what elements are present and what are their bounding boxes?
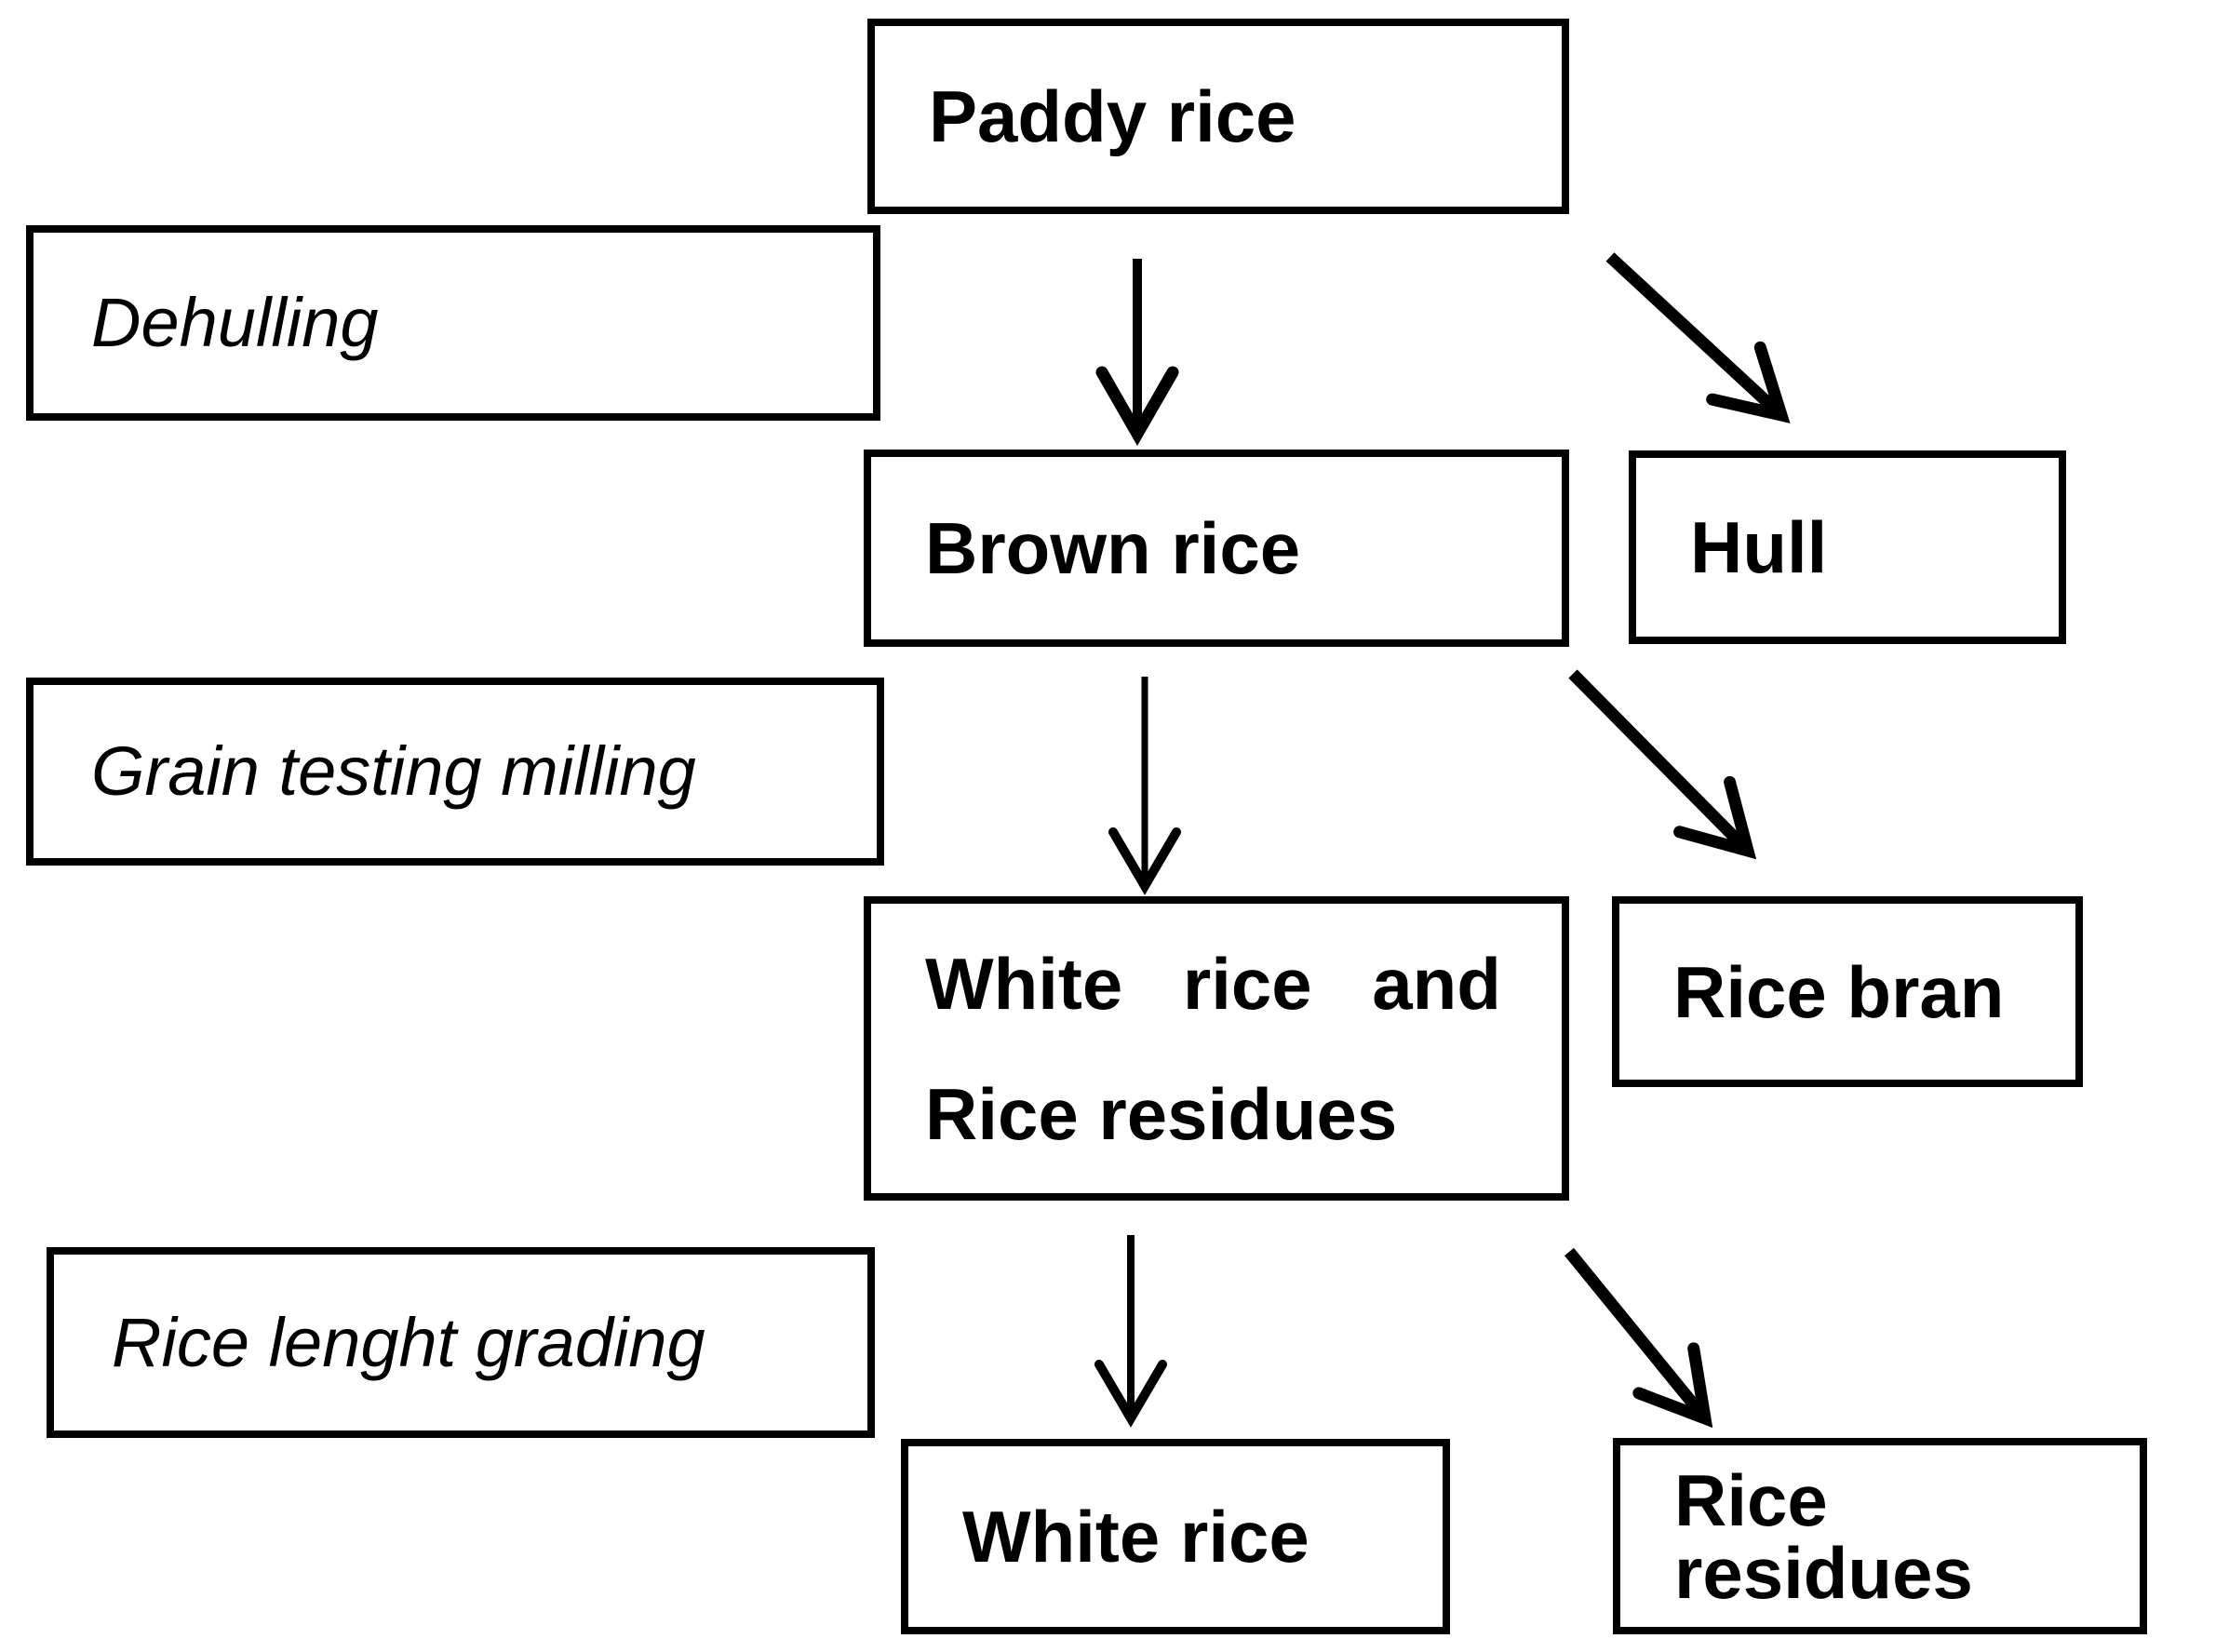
- node-paddy-rice-label: Paddy rice: [929, 75, 1296, 157]
- node-paddy-rice: Paddy rice: [867, 19, 1569, 214]
- node-brown-rice: Brown rice: [864, 450, 1569, 647]
- node-hull-label: Hull: [1690, 506, 1828, 588]
- stage-grading-text: Rice lenght grading: [112, 1303, 705, 1381]
- stage-label-rice-lenght-grading: Rice lenght grading: [47, 1247, 875, 1438]
- stage-dehulling-text: Dehulling: [91, 284, 379, 361]
- arrow-white-and-residues-to-rice-residues: [1564, 1247, 1713, 1429]
- arrow-paddy-rice-to-hull: [1605, 252, 1791, 423]
- node-white-rice-label: White rice: [962, 1496, 1309, 1578]
- node-white-rice-and-rice-residues-line2: Rice residues: [925, 1072, 1398, 1155]
- node-rice-residues: Rice residues: [1613, 1438, 2147, 1634]
- stage-label-grain-testing-milling: Grain testing milling: [26, 678, 884, 866]
- node-rice-bran: Rice bran: [1612, 896, 2083, 1087]
- node-rice-residues-label: Rice residues: [1674, 1458, 1973, 1614]
- stage-grain-testing-text: Grain testing milling: [91, 732, 696, 810]
- node-brown-rice-label: Brown rice: [925, 507, 1301, 589]
- node-rice-bran-label: Rice bran: [1673, 950, 2005, 1033]
- node-white-rice-and-rice-residues: White rice and Rice residues: [864, 896, 1569, 1201]
- node-hull: Hull: [1629, 450, 2066, 644]
- node-white-rice-and-rice-residues-line1: White rice and: [925, 942, 1501, 1025]
- node-white-rice: White rice: [901, 1439, 1450, 1634]
- arrow-brown-rice-to-rice-bran: [1568, 669, 1757, 860]
- stage-label-dehulling: Dehulling: [26, 225, 880, 421]
